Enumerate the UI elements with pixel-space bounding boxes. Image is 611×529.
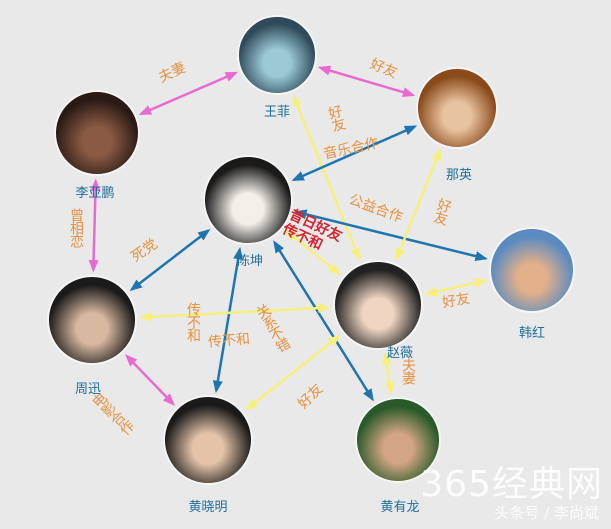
watermark-byline: 头条号 / 李尚斌: [494, 504, 599, 522]
name-liyapeng: 李亚鹏: [75, 186, 115, 201]
avatar-wangfei: [237, 15, 317, 95]
avatar-zhouxun: [47, 275, 137, 365]
relation-arrow-liyapeng-zhouxun: [88, 178, 101, 273]
name-wangfei: 王菲: [263, 105, 291, 120]
name-huangyoulong: 黄有龙: [380, 500, 420, 515]
watermark-site: 365经典网: [420, 464, 603, 505]
relation-arrow-liyapeng-wangfei: [138, 71, 239, 116]
avatar-huangyoulong: [355, 397, 441, 483]
relation-arrow-zhaowei-hanhong: [424, 277, 488, 297]
relation-arrow-chenkun-hanhong: [294, 209, 488, 261]
relation-arrow-wangfei-naying: [317, 65, 416, 97]
label-exlovers: 曾相恋: [68, 208, 84, 247]
relation-arrow-zhouxun-huangxiaoming: [125, 354, 175, 406]
label-couple-zhao-huang: 夫妻: [400, 358, 416, 384]
relation-arrow-zhaowei-zhouxun: [139, 303, 331, 322]
name-chenkun: 陈坤: [236, 254, 264, 269]
avatar-naying: [416, 67, 498, 149]
name-huangxiaoming: 黄晓明: [188, 500, 228, 515]
label-rumor-chen-huang: 传不和: [185, 302, 201, 341]
relation-arrow-zhaowei-huangyoulong: [381, 351, 395, 395]
name-zhouxun: 周迅: [74, 382, 102, 397]
name-hanhong: 韩红: [518, 326, 546, 341]
name-naying: 那英: [445, 168, 473, 183]
avatar-liyapeng: [54, 90, 140, 176]
avatar-chenkun: [203, 155, 293, 245]
avatar-zhaowei: [333, 260, 423, 350]
name-zhaowei: 赵薇: [386, 346, 414, 361]
label-rumor-zhao-zhou: 传不和: [207, 331, 251, 351]
relation-arrow-chenkun-zhouxun: [129, 228, 211, 292]
relation-arrow-chenkun-naying: [291, 125, 418, 181]
relation-arrow-zhaowei-naying: [395, 148, 442, 261]
avatar-hanhong: [489, 227, 575, 313]
avatar-huangxiaoming: [163, 395, 253, 485]
relation-arrow-zhaowei-huangxiaoming: [245, 334, 341, 411]
